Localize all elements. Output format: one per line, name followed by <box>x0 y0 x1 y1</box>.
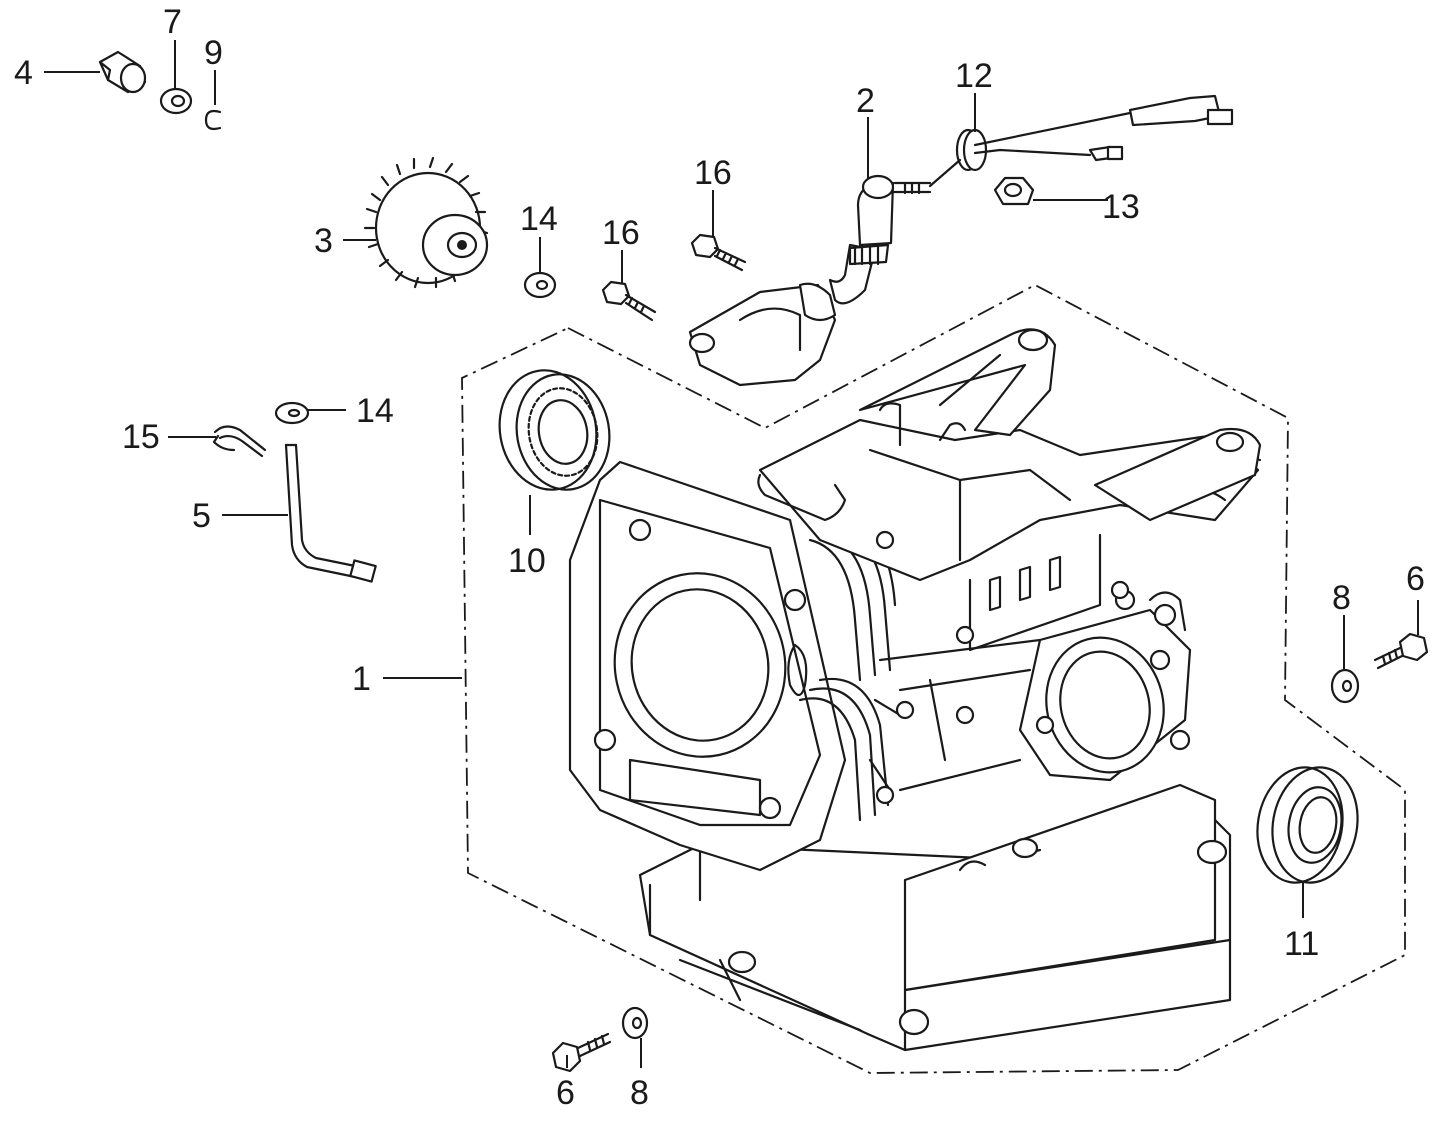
clip-part-9 <box>204 109 222 131</box>
callout-14-mid: 14 <box>356 392 394 430</box>
washer-part-8-right <box>1330 668 1360 704</box>
callout-3: 3 <box>314 222 333 260</box>
callout-15: 15 <box>122 418 160 456</box>
callout-labels: 1 2 3 4 5 6 6 7 8 8 9 10 11 12 13 14 14 … <box>14 3 1425 1112</box>
callout-10: 10 <box>508 542 546 580</box>
callout-16-top: 16 <box>694 154 732 192</box>
nut-part-13 <box>993 176 1035 206</box>
crankcase-block <box>568 328 1262 1052</box>
callout-5: 5 <box>192 497 211 535</box>
leader-lines <box>44 40 1419 1068</box>
callout-4: 4 <box>14 54 33 92</box>
bolt-part-16-mid <box>601 280 657 322</box>
callout-11: 11 <box>1284 925 1319 963</box>
bolt-part-16-top <box>690 233 747 272</box>
bolt-part-6-bottom <box>551 1032 612 1073</box>
bolt-part-6-right <box>1373 632 1429 670</box>
callout-13: 13 <box>1102 188 1140 226</box>
wire-grommet-part-12 <box>928 94 1234 188</box>
callout-2: 2 <box>856 82 875 120</box>
clip-part-15 <box>212 425 267 458</box>
callout-14-top: 14 <box>520 200 558 238</box>
pin-part-4 <box>98 50 147 94</box>
washer-part-14-mid <box>274 401 310 425</box>
oil-level-switch-part-2 <box>688 174 932 387</box>
callout-12: 12 <box>955 57 993 95</box>
governor-gear-part-3 <box>363 156 489 289</box>
bearing-part-10 <box>498 369 611 491</box>
callout-6-bottom: 6 <box>556 1074 575 1112</box>
callout-8-bottom: 8 <box>630 1074 649 1112</box>
assembly-boundary <box>461 283 1406 1074</box>
washer-part-8-bottom <box>621 1006 649 1040</box>
callout-7: 7 <box>163 3 182 41</box>
oil-seal-part-11 <box>1256 766 1359 884</box>
callout-8-top: 8 <box>1332 579 1351 617</box>
callout-16-mid: 16 <box>602 214 640 252</box>
washer-part-14-top <box>523 271 557 299</box>
washer-part-7 <box>159 87 193 115</box>
callout-9: 9 <box>204 34 223 72</box>
breather-tube-part-5 <box>284 443 377 583</box>
callout-1: 1 <box>352 660 371 698</box>
callout-6-top: 6 <box>1406 560 1425 598</box>
